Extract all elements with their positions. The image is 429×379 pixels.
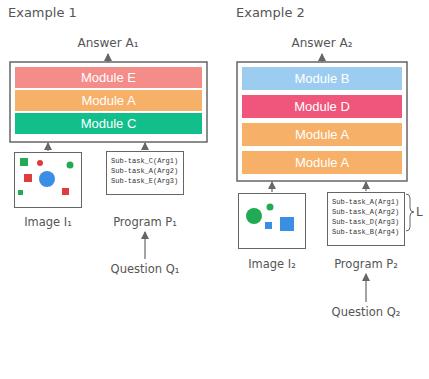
input-arrow <box>144 143 145 150</box>
module-bar: Module E <box>15 67 202 88</box>
question-label: Question Q₁ <box>111 262 180 276</box>
module-bar: Module D <box>242 95 402 118</box>
answer-label: Answer A₁ <box>77 36 138 50</box>
program-line: Sub-task_E(Arg3) <box>111 176 178 186</box>
output-arrow <box>321 54 322 62</box>
module-name: Module A <box>295 127 349 142</box>
module-name: Module A <box>295 155 349 170</box>
image-box: Image I₁ <box>14 152 82 208</box>
module-bar: Module A <box>242 151 402 174</box>
code-block: Sub-task_C(Arg1)Sub-task_A(Arg2)Sub-task… <box>107 152 182 190</box>
code-block <box>239 200 247 208</box>
program-line: Sub-task_A(Arg2) <box>332 207 399 217</box>
program-box: Sub-task_A(Arg1)Sub-task_A(Arg2)Sub-task… <box>327 192 405 246</box>
program-line: Sub-task_C(Arg1) <box>111 156 178 166</box>
program-line: Sub-task_A(Arg1) <box>332 197 399 207</box>
program-line: Sub-task_D(Arg3) <box>332 217 399 227</box>
code-block: Sub-task_A(Arg1)Sub-task_A(Arg2)Sub-task… <box>328 193 403 241</box>
module-name: Module A <box>81 93 135 108</box>
box-caption: Program P₂ <box>334 257 398 271</box>
input-arrow <box>271 182 272 192</box>
box-caption: Image I₂ <box>248 257 296 271</box>
input-arrow <box>365 182 366 191</box>
image-box: Image I₂ <box>238 193 306 249</box>
box-caption: Image I₁ <box>24 215 72 229</box>
scene-illustration <box>18 158 74 195</box>
input-arrow <box>47 143 48 151</box>
module-name: Module C <box>81 116 137 131</box>
length-bracket <box>406 194 414 231</box>
program-line: Sub-task_A(Arg2) <box>111 166 178 176</box>
model-box <box>237 62 407 181</box>
module-name: Module B <box>295 71 350 86</box>
example-title: Example 2 <box>236 6 305 20</box>
question-arrow <box>144 232 145 259</box>
question-label: Question Q₂ <box>332 305 401 319</box>
program-box: Sub-task_C(Arg1)Sub-task_A(Arg2)Sub-task… <box>106 151 184 195</box>
module-bar: Module B <box>242 67 402 90</box>
module-bar: Module A <box>15 90 202 111</box>
program-line: Sub-task_B(Arg4) <box>332 227 399 237</box>
answer-label: Answer A₂ <box>291 36 352 50</box>
model-box <box>10 62 207 142</box>
module-name: Module E <box>81 70 136 85</box>
example-title: Example 1 <box>8 6 77 20</box>
box-caption: Program P₁ <box>113 215 177 229</box>
module-bar: Module A <box>242 123 402 146</box>
output-arrow <box>107 54 108 62</box>
code-block <box>15 159 23 167</box>
question-arrow <box>365 274 366 302</box>
scene-illustration <box>246 204 294 232</box>
length-label: L <box>416 205 423 219</box>
module-name: Module D <box>294 99 350 114</box>
module-bar: Module C <box>15 113 202 134</box>
